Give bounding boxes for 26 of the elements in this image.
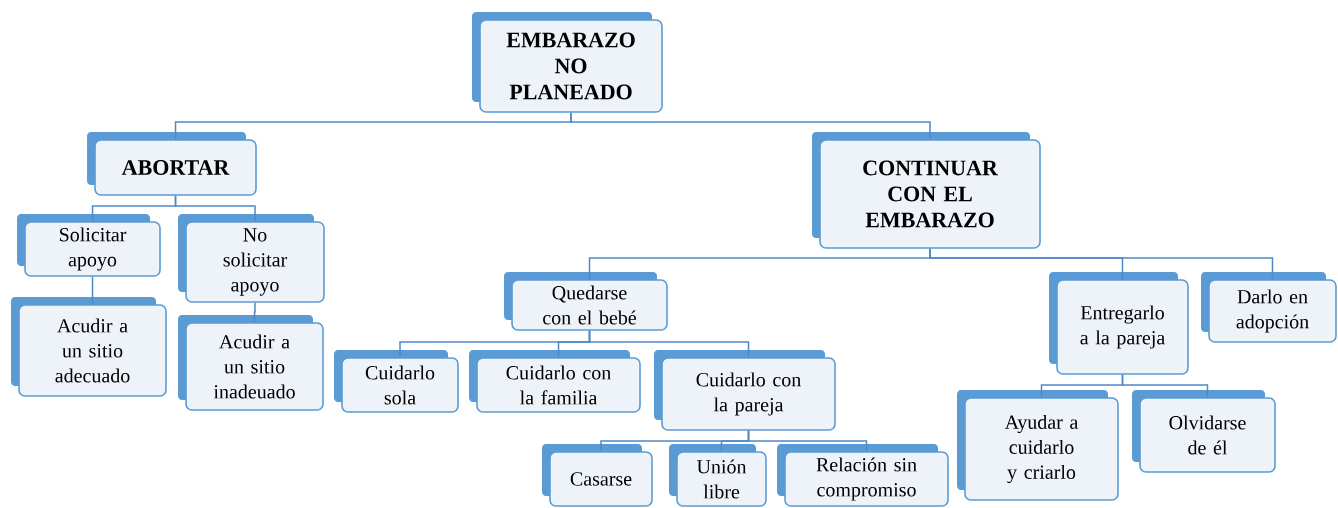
- connector: [747, 430, 868, 452]
- connector: [588, 330, 750, 358]
- connector: [174, 195, 256, 222]
- process-box: Solicitar apoyo: [17, 214, 161, 277]
- connector: [929, 248, 1274, 280]
- process-box: Darlo en adopción: [1201, 272, 1337, 343]
- process-box: Relación sin compromiso: [777, 444, 949, 507]
- process-box: Quedarse con el bebé: [504, 272, 668, 331]
- connector: [1121, 374, 1209, 398]
- process-box: Cuidarlo con la pareja: [654, 350, 836, 431]
- process-box: Cuidarlo con la familia: [469, 350, 641, 413]
- process-box: Acudir a un sitio adecuado: [11, 297, 167, 397]
- process-box: CONTINUAR CON EL EMBARAZO: [812, 132, 1041, 249]
- connector: [91, 276, 94, 305]
- process-box: Acudir a un sitio inadeuado: [178, 315, 324, 411]
- process-box: No solicitar apoyo: [178, 214, 325, 303]
- process-box: Ayudar a cuidarlo y criarlo: [957, 390, 1119, 501]
- process-box: Unión libre: [669, 444, 767, 507]
- process-box: Cuidarlo sola: [334, 350, 459, 413]
- process-box: EMBARAZO NO PLANEADO: [472, 12, 663, 113]
- connector: [570, 112, 931, 140]
- process-box: Olvidarse de él: [1132, 390, 1276, 473]
- connector: [253, 302, 256, 323]
- process-box: Casarse: [542, 444, 653, 507]
- process-box: ABORTAR: [87, 132, 257, 196]
- process-box: Entregarlo a la pareja: [1049, 272, 1189, 375]
